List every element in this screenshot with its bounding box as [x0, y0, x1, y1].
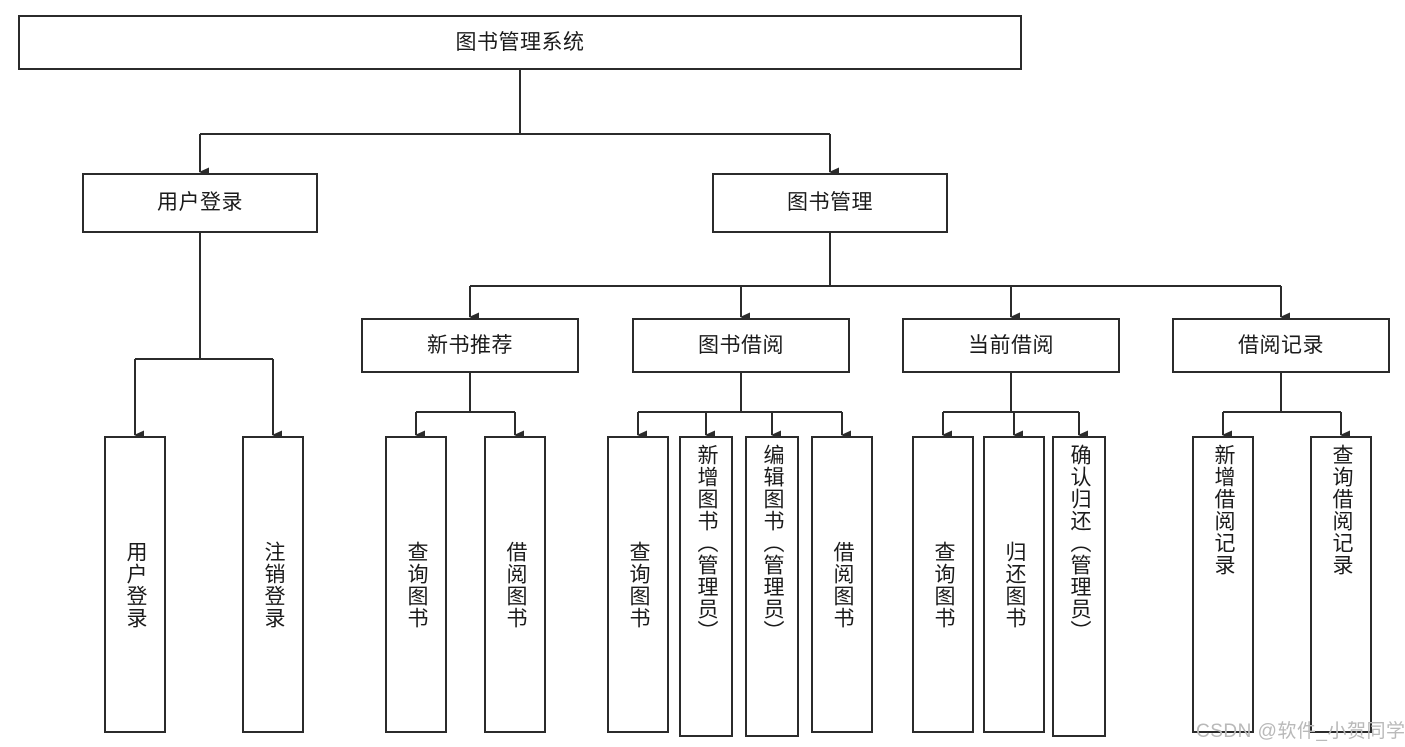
node-current-1[interactable]: 查询图书 — [912, 436, 974, 733]
node-borrow-3[interactable]: 编辑图书（管理员） — [745, 436, 799, 737]
node-newbook-2[interactable]: 借阅图书 — [484, 436, 546, 733]
node-label: 用户登录 — [157, 191, 243, 215]
node-label: 查询图书 — [627, 540, 651, 629]
node-borrow-1[interactable]: 查询图书 — [607, 436, 669, 733]
node-borrow-4[interactable]: 借阅图书 — [811, 436, 873, 733]
node-current-2[interactable]: 归还图书 — [983, 436, 1045, 733]
node-label: 新增借阅记录 — [1212, 444, 1236, 576]
node-label: 借阅图书 — [504, 540, 528, 629]
node-label: 当前借阅 — [968, 333, 1054, 357]
node-current-3[interactable]: 确认归还（管理员） — [1052, 436, 1106, 737]
node-bookmgmt[interactable]: 图书管理 — [712, 173, 948, 233]
node-label: 新书推荐 — [427, 333, 513, 357]
node-label: 查询借阅记录 — [1330, 444, 1354, 576]
node-records-1[interactable]: 新增借阅记录 — [1192, 436, 1254, 733]
node-label: 确认归还（管理员） — [1068, 444, 1092, 642]
node-label: 查询图书 — [932, 540, 956, 629]
node-current[interactable]: 当前借阅 — [902, 318, 1120, 373]
node-label: 注销登录 — [262, 540, 286, 629]
node-newbook[interactable]: 新书推荐 — [361, 318, 579, 373]
node-login-2[interactable]: 注销登录 — [242, 436, 304, 733]
node-records[interactable]: 借阅记录 — [1172, 318, 1390, 373]
node-label: 图书管理系统 — [455, 30, 585, 54]
node-label: 图书管理 — [787, 191, 873, 215]
node-label: 新增图书（管理员） — [695, 444, 719, 642]
node-newbook-1[interactable]: 查询图书 — [385, 436, 447, 733]
node-borrow[interactable]: 图书借阅 — [632, 318, 850, 373]
node-login[interactable]: 用户登录 — [82, 173, 318, 233]
node-label: 图书借阅 — [698, 333, 784, 357]
node-login-1[interactable]: 用户登录 — [104, 436, 166, 733]
node-label: 编辑图书（管理员） — [761, 444, 785, 642]
node-label: 借阅图书 — [831, 540, 855, 629]
node-label: 查询图书 — [405, 540, 429, 629]
edge-paths — [133, 70, 1350, 440]
node-records-2[interactable]: 查询借阅记录 — [1310, 436, 1372, 733]
node-borrow-2[interactable]: 新增图书（管理员） — [679, 436, 733, 737]
node-root[interactable]: 图书管理系统 — [18, 15, 1022, 70]
node-label: 归还图书 — [1003, 540, 1027, 629]
node-label: 借阅记录 — [1238, 333, 1324, 357]
node-label: 用户登录 — [124, 540, 148, 629]
